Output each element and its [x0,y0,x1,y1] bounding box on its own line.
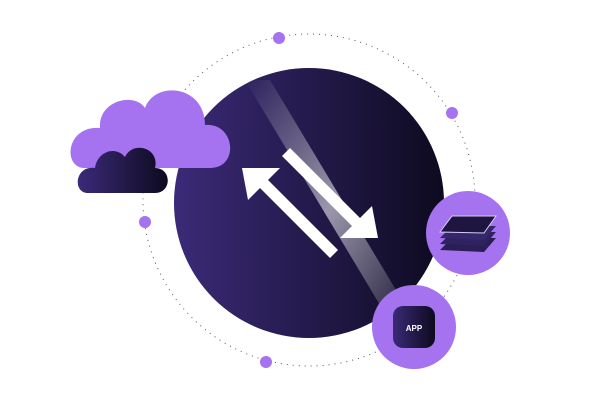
orbit-dot [139,216,151,228]
orbit-dot [273,32,285,44]
orbit-dot [446,107,458,119]
orbit-dot [260,356,272,368]
transfer-arrows-icon [242,148,378,258]
layers-icon [439,215,497,252]
cloud-icon [70,90,231,193]
app-label: APP [406,324,423,333]
app-icon [393,306,435,348]
